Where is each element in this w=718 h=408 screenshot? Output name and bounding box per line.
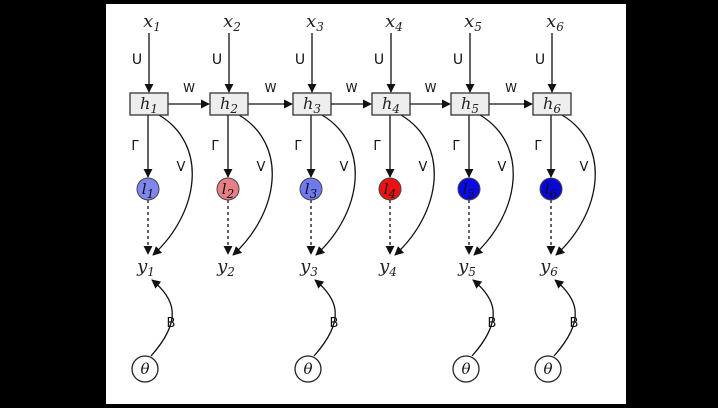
recurrent-weight-label: W: [425, 81, 437, 95]
theta-label: θ: [303, 360, 312, 378]
input-label-x3: x3: [306, 11, 324, 34]
hidden-label-h5: h5: [461, 94, 479, 116]
latent-label-l2: l2: [222, 180, 234, 201]
latent-node-l3: [299, 177, 323, 201]
theta-label: θ: [461, 360, 470, 378]
theta-node: [452, 355, 480, 383]
output-curve: [555, 114, 596, 256]
theta-curve: [553, 279, 576, 357]
hidden-label-h1: h1: [140, 94, 158, 116]
output-curve: [473, 114, 514, 256]
theta-weight-label: B: [488, 316, 497, 331]
input-weight-label: U: [453, 52, 463, 68]
recurrent-weight-label: W: [505, 81, 517, 95]
recurrent-weight-label: W: [346, 81, 358, 95]
hidden-node-h4: [371, 92, 411, 116]
input-label-x4: x4: [385, 11, 403, 34]
hidden-node-h6: [532, 92, 572, 116]
diagram-panel: [106, 4, 626, 404]
recurrent-weight-label: W: [183, 81, 195, 95]
output-label-y5: y5: [457, 256, 476, 279]
output-curve: [394, 114, 435, 256]
gamma-label: Γ: [534, 139, 542, 154]
theta-curve: [313, 279, 336, 357]
gamma-label: Γ: [131, 139, 139, 154]
latent-node-l5: [457, 177, 481, 201]
input-weight-label: U: [295, 52, 305, 68]
gamma-label: Γ: [452, 139, 460, 154]
theta-curve: [471, 279, 494, 357]
output-label-y3: y3: [299, 256, 318, 279]
latent-label-l6: l6: [545, 180, 558, 201]
output-label-y6: y6: [539, 256, 558, 279]
input-label-x2: x2: [223, 11, 241, 34]
input-label-x5: x5: [464, 11, 482, 34]
input-weight-label: U: [212, 52, 222, 68]
latent-label-l4: l4: [384, 180, 396, 201]
latent-label-l1: l1: [142, 180, 154, 201]
theta-node: [534, 355, 562, 383]
latent-label-l3: l3: [305, 180, 318, 201]
output-label-y4: y4: [378, 256, 397, 279]
hidden-label-h6: h6: [543, 94, 561, 116]
input-label-x1: x1: [143, 11, 161, 34]
hidden-label-h3: h3: [303, 94, 321, 116]
output-weight-label: V: [340, 160, 349, 175]
latent-label-l5: l5: [463, 180, 475, 201]
output-weight-label: V: [419, 160, 428, 175]
output-curve: [232, 114, 273, 256]
hidden-node-h5: [450, 92, 490, 116]
output-weight-label: V: [257, 160, 266, 175]
theta-weight-label: B: [570, 316, 579, 331]
input-weight-label: U: [374, 52, 384, 68]
gamma-label: Γ: [294, 139, 302, 154]
theta-label: θ: [543, 360, 552, 378]
output-label-y2: y2: [216, 256, 235, 279]
gamma-label: Γ: [373, 139, 381, 154]
latent-node-l1: [136, 177, 160, 201]
theta-node: [294, 355, 322, 383]
input-label-x6: x6: [546, 11, 564, 34]
latent-node-l4: [378, 177, 402, 201]
gamma-label: Γ: [211, 139, 219, 154]
hidden-label-h2: h2: [220, 94, 238, 116]
hidden-node-h2: [209, 92, 249, 116]
latent-node-l2: [216, 177, 240, 201]
theta-curve: [150, 279, 173, 357]
hidden-label-h4: h4: [382, 94, 400, 116]
theta-node: [131, 355, 159, 383]
theta-label: θ: [140, 360, 149, 378]
recurrent-weight-label: W: [265, 81, 277, 95]
output-weight-label: V: [498, 160, 507, 175]
hidden-node-h1: [129, 92, 169, 116]
output-curve: [152, 114, 193, 256]
input-weight-label: U: [132, 52, 142, 68]
input-weight-label: U: [535, 52, 545, 68]
output-weight-label: V: [580, 160, 589, 175]
latent-node-l6: [539, 177, 563, 201]
output-curve: [315, 114, 356, 256]
output-weight-label: V: [177, 160, 186, 175]
hidden-node-h3: [292, 92, 332, 116]
theta-weight-label: B: [167, 316, 176, 331]
theta-weight-label: B: [330, 316, 339, 331]
output-label-y1: y1: [136, 256, 155, 279]
